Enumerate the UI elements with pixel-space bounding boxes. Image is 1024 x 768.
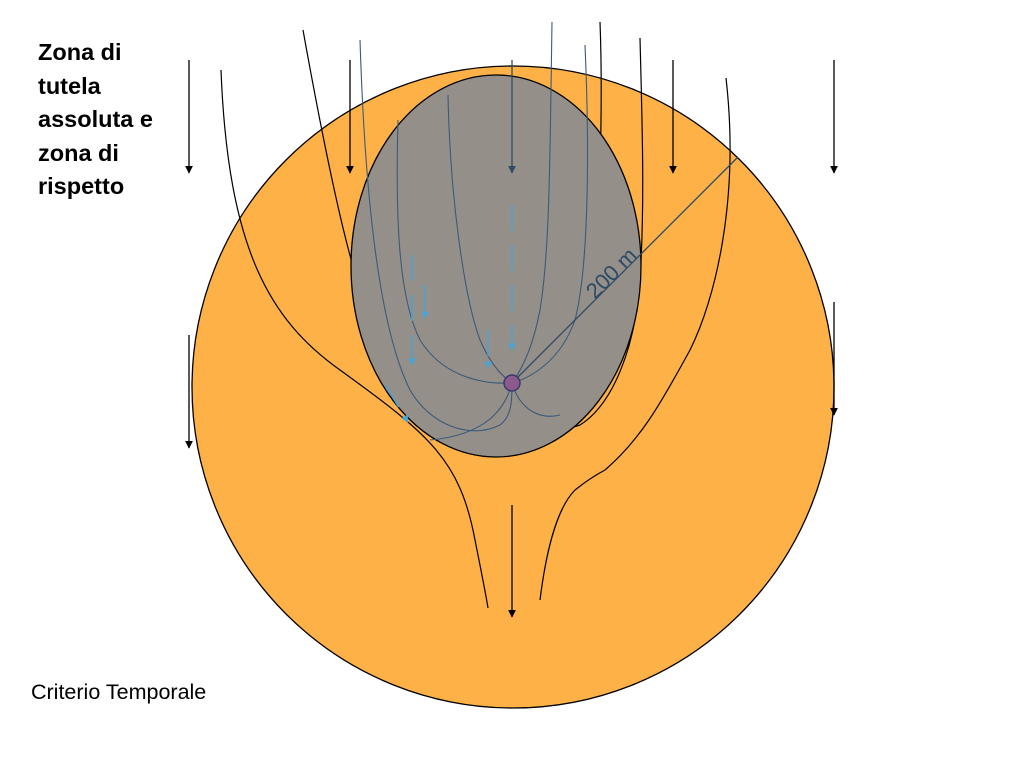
title-line: assoluta e xyxy=(38,106,153,132)
flow-line xyxy=(220,69,489,609)
title-line: zona di xyxy=(38,139,119,166)
well-point-icon xyxy=(503,374,521,392)
flow-arrows xyxy=(185,60,838,618)
flow-line xyxy=(539,77,731,601)
flow-line xyxy=(359,39,513,432)
flow-line xyxy=(429,382,513,441)
inner-flow-lines xyxy=(359,21,589,441)
flow-line xyxy=(396,119,513,384)
flow-arrow xyxy=(384,384,409,423)
title-line: Zona di xyxy=(38,39,122,65)
flow-line xyxy=(447,94,513,384)
slide-caption: Criterio Temporale xyxy=(31,680,207,704)
absolute-protection-ellipse xyxy=(350,74,642,458)
title-line: rispetto xyxy=(38,173,125,199)
radius-line xyxy=(511,156,739,384)
flow-line xyxy=(511,21,553,384)
title-line: tutela xyxy=(38,72,101,99)
flow-line xyxy=(511,44,589,384)
slide-title: Zona di tutela assoluta e zona di rispet… xyxy=(38,36,198,204)
